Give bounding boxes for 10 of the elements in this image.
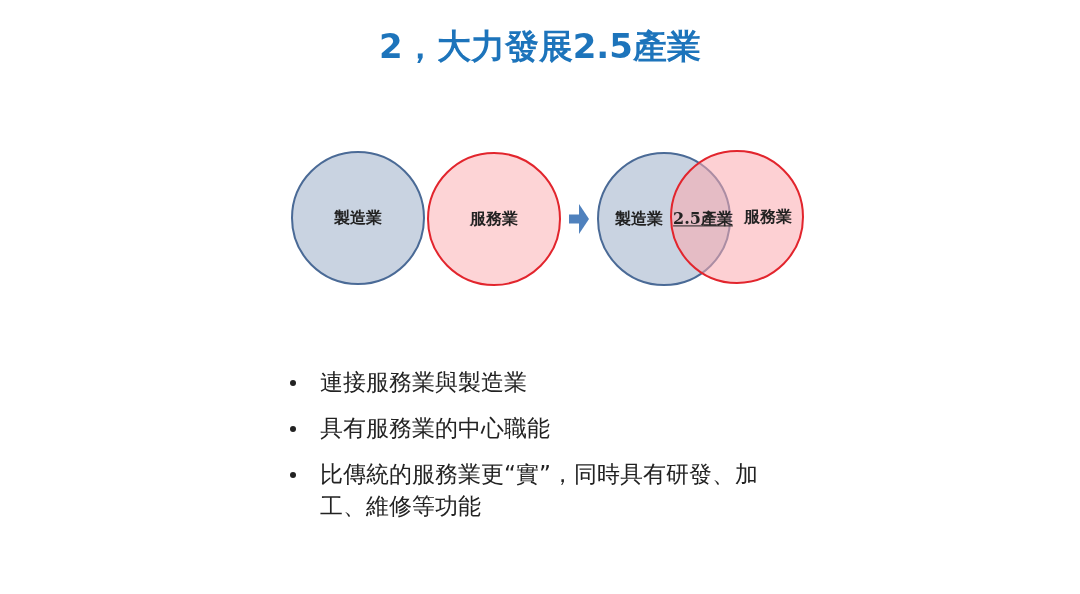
bullet-text: 比傳統的服務業更“實”，同時具有研發、加工、維修等功能: [320, 460, 759, 521]
bullet-text: 連接服務業與製造業: [320, 368, 528, 397]
arrow: [569, 204, 589, 234]
bullet-text: 具有服務業的中心職能: [320, 414, 551, 443]
overlap-label: 2.5產業: [673, 209, 733, 229]
title: 2，大力發展2.5產業: [379, 26, 701, 67]
circle-label: 服務業: [470, 208, 518, 230]
circle-label: 製造業: [615, 208, 663, 230]
circle-label: 製造業: [334, 207, 382, 229]
circle-label: 服務業: [744, 206, 792, 228]
